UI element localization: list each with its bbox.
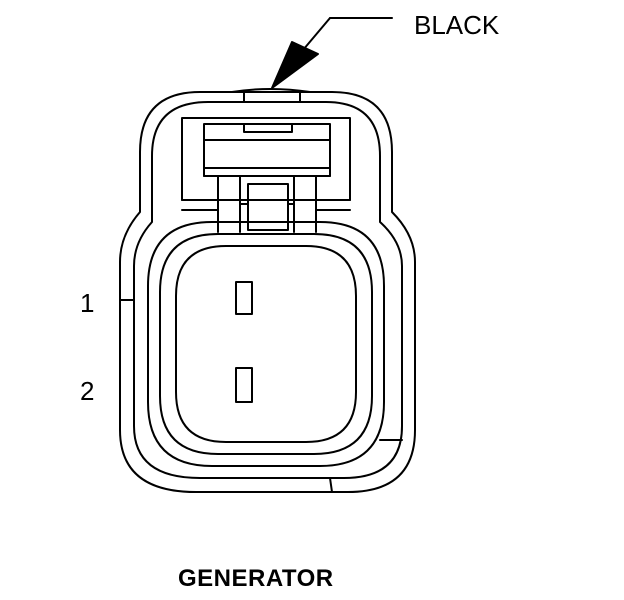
mating-face-middle <box>159 233 373 455</box>
housing-top-ridge <box>231 88 311 93</box>
pin-number-1: 1 <box>80 288 95 318</box>
wire-color-label: BLACK <box>414 10 500 40</box>
connector-housing-inner-outline <box>133 101 403 479</box>
mating-face-inner <box>175 245 357 443</box>
terminal-cavity-2 <box>235 367 253 403</box>
color-callout-leader <box>271 17 393 89</box>
lock-arms <box>181 175 351 233</box>
pin-number-2: 2 <box>80 376 95 406</box>
lock-tab <box>203 123 331 169</box>
connector-housing-outline <box>119 91 416 493</box>
mating-face-outer <box>147 221 385 467</box>
connector-caption: GENERATOR <box>178 565 334 592</box>
terminal-cavity-1 <box>235 281 253 315</box>
lock-tab-frame <box>181 117 351 201</box>
